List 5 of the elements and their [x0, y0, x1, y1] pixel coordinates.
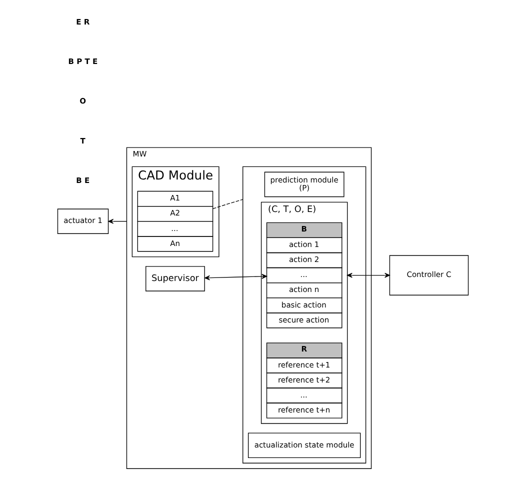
cluster: [242, 166, 366, 464]
arrow: [108, 218, 128, 224]
arrow: [204, 274, 268, 280]
node-box: Supervisor: [146, 266, 205, 292]
arrow: [347, 272, 390, 278]
